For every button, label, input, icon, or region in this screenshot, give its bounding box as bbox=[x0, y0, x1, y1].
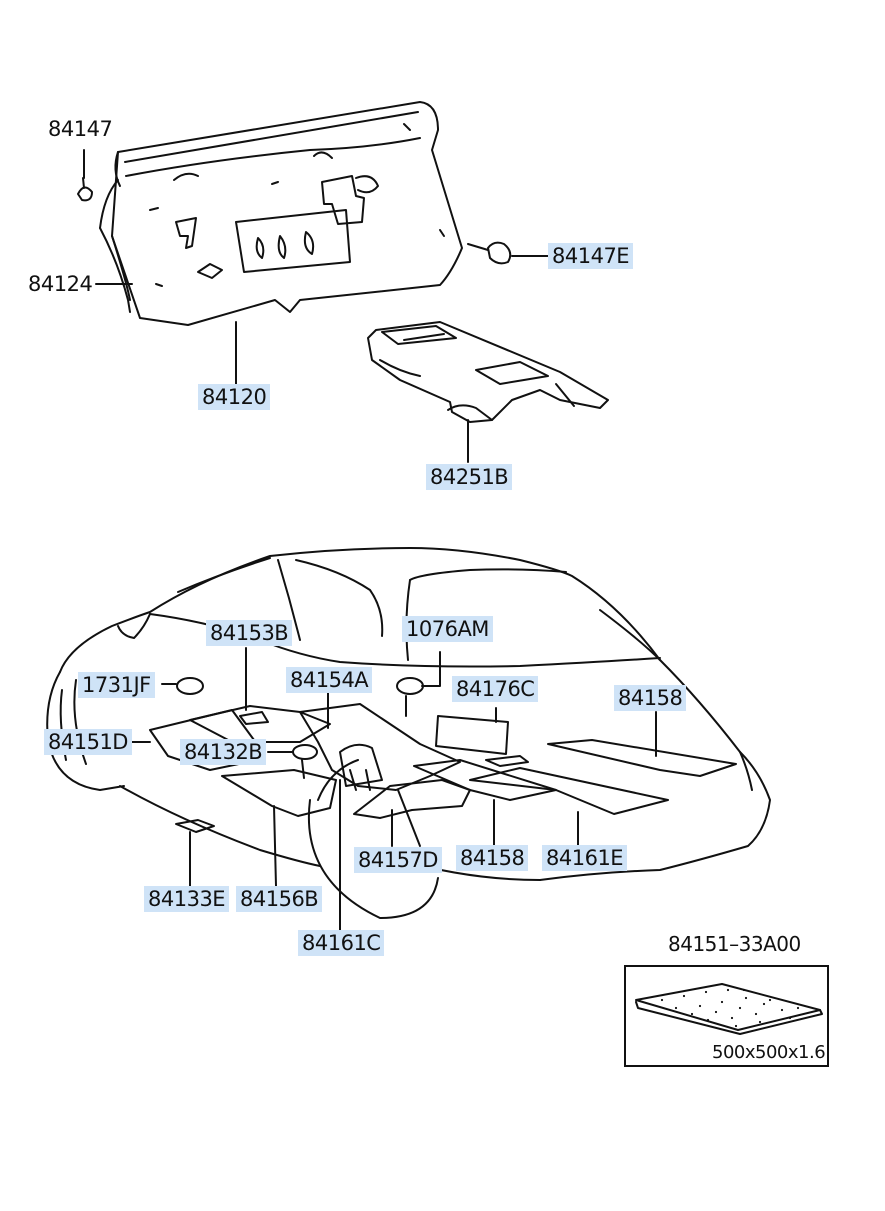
part-label-84156B[interactable]: 84156B bbox=[236, 886, 323, 912]
part-label-84158-center[interactable]: 84158 bbox=[456, 845, 529, 871]
part-label-84147[interactable]: 84147 bbox=[48, 117, 113, 141]
detail-size-text: 500x500x1.6 bbox=[712, 1042, 826, 1063]
part-label-84176C[interactable]: 84176C bbox=[452, 676, 539, 702]
detail-inset-box bbox=[624, 965, 829, 1067]
part-label-84147E[interactable]: 84147E bbox=[548, 243, 634, 269]
part-label-84133E[interactable]: 84133E bbox=[144, 886, 230, 912]
part-label-84251B[interactable]: 84251B bbox=[426, 464, 513, 490]
part-label-84157D[interactable]: 84157D bbox=[354, 847, 442, 873]
part-label-1731JF[interactable]: 1731JF bbox=[78, 672, 155, 698]
tunnel-pad bbox=[367, 321, 609, 463]
part-label-84161E[interactable]: 84161E bbox=[542, 845, 628, 871]
part-label-84124[interactable]: 84124 bbox=[28, 272, 93, 296]
part-label-84151D[interactable]: 84151D bbox=[44, 729, 132, 755]
part-label-84120[interactable]: 84120 bbox=[198, 384, 271, 410]
detail-part-number[interactable]: 84151–33A00 bbox=[668, 932, 801, 956]
part-label-84161C[interactable]: 84161C bbox=[298, 930, 385, 956]
part-label-84154A[interactable]: 84154A bbox=[286, 667, 373, 693]
clip-84147-drawing bbox=[77, 149, 93, 202]
detail-pad-drawing bbox=[635, 983, 823, 1035]
part-label-84158-right[interactable]: 84158 bbox=[614, 685, 687, 711]
small-parts bbox=[161, 651, 441, 887]
clip-84147E-drawing bbox=[467, 241, 549, 265]
rear-shelf-trim bbox=[99, 101, 463, 326]
part-label-84132B[interactable]: 84132B bbox=[180, 739, 267, 765]
floor-pads bbox=[149, 703, 737, 819]
part-label-84153B[interactable]: 84153B bbox=[206, 620, 293, 646]
part-label-1076AM[interactable]: 1076AM bbox=[402, 616, 493, 642]
